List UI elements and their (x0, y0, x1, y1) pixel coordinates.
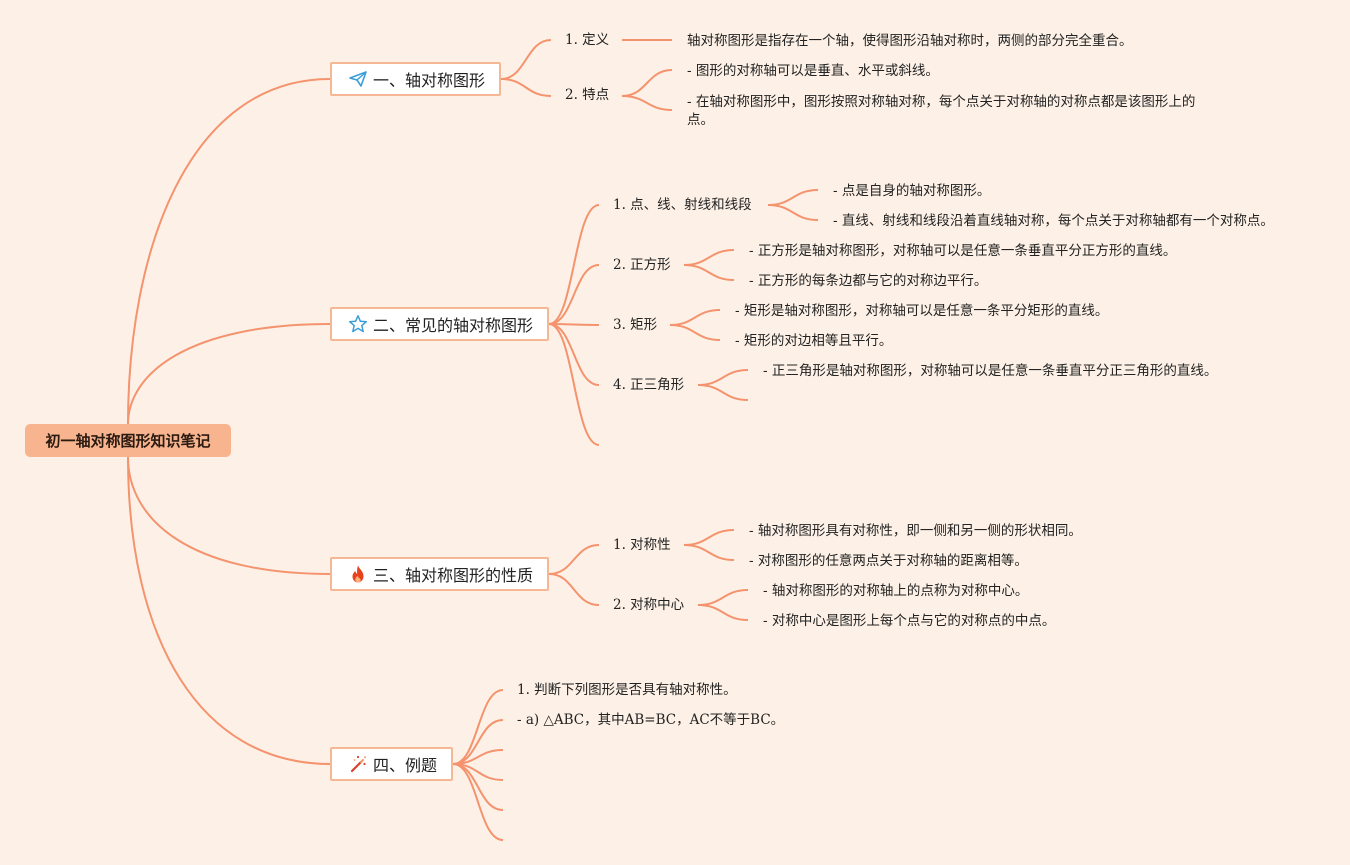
note-rectangle-1[interactable]: - 矩形是轴对称图形，对称轴可以是任意一条平分矩形的直线。 (735, 303, 1109, 319)
link-b4-sub-mid (452, 749, 504, 765)
link-point-line-note-1 (767, 189, 819, 206)
link-point-line-note-2 (767, 204, 819, 221)
link-triangle-note-2 (697, 384, 749, 401)
branch-axisymmetric-figure[interactable]: 一、轴对称图形 (330, 62, 501, 96)
note-square-2[interactable]: - 正方形的每条边都与它的对称边平行。 (749, 273, 988, 289)
link-b4-sub-1 (452, 689, 504, 765)
link-root-branch-2 (127, 323, 331, 425)
link-features-note-1 (621, 69, 673, 97)
branch-title: 一、轴对称图形 (373, 71, 486, 90)
note-rectangle-2[interactable]: - 矩形的对边相等且平行。 (735, 333, 893, 349)
topic-definition[interactable]: 1. 定义 (565, 32, 610, 48)
link-symmetry-note-1 (683, 529, 735, 546)
link-b1-features (500, 78, 552, 97)
note-point-line-1[interactable]: - 点是自身的轴对称图形。 (833, 183, 991, 199)
link-b2-sub-5 (548, 323, 600, 446)
branch-examples[interactable]: 四、例题 (330, 747, 453, 781)
root-topic[interactable]: 初一轴对称图形知识笔记 (25, 424, 231, 457)
link-center-note-2 (697, 604, 749, 621)
link-b2-sub-3 (548, 323, 600, 326)
link-symmetry-note-2 (683, 544, 735, 561)
link-rectangle-note-2 (669, 324, 721, 341)
link-b4-sub-5 (452, 763, 504, 841)
note-features-1[interactable]: - 图形的对称轴可以是垂直、水平或斜线。 (687, 63, 939, 79)
topic-example-case-a[interactable]: - a) △ABC，其中AB=BC，AC不等于BC。 (517, 712, 785, 728)
branch-title: 四、例题 (373, 756, 438, 775)
note-center-1[interactable]: - 轴对称图形的对称轴上的点称为对称中心。 (763, 583, 1029, 599)
note-definition[interactable]: 轴对称图形是指存在一个轴，使得图形沿轴对称时，两侧的部分完全重合。 (687, 33, 1133, 49)
topic-rectangle[interactable]: 3. 矩形 (613, 317, 658, 333)
branch-title: 三、轴对称图形的性质 (373, 566, 534, 585)
link-b3-center (548, 573, 600, 606)
link-b2-sub-1 (548, 204, 600, 325)
link-triangle-note-1 (697, 369, 749, 386)
topic-example-question[interactable]: 1. 判断下列图形是否具有轴对称性。 (517, 682, 737, 698)
note-square-1[interactable]: - 正方形是轴对称图形，对称轴可以是任意一条垂直平分正方形的直线。 (749, 243, 1177, 259)
branch-title: 二、常见的轴对称图形 (373, 316, 534, 335)
topic-square[interactable]: 2. 正方形 (613, 257, 671, 273)
star-icon (348, 314, 368, 334)
link-b3-symmetry (548, 544, 600, 575)
topic-features[interactable]: 2. 特点 (565, 87, 610, 103)
link-root-branch-3 (127, 456, 331, 575)
topic-point-line[interactable]: 1. 点、线、射线和线段 (613, 197, 752, 213)
note-point-line-2[interactable]: - 直线、射线和线段沿着直线轴对称，每个点关于对称轴都有一个对称点。 (833, 213, 1274, 229)
link-square-note-1 (683, 249, 735, 266)
topic-triangle[interactable]: 4. 正三角形 (613, 377, 685, 393)
link-center-note-1 (697, 589, 749, 606)
link-b2-sub-4 (548, 323, 600, 386)
link-root-branch-4 (127, 456, 331, 765)
paper-plane-icon (348, 69, 368, 89)
note-features-2[interactable]: - 在轴对称图形中，图形按照对称轴对称，每个点关于对称轴的对称点都是该图形上的点… (687, 94, 1196, 128)
flame-icon (348, 564, 368, 584)
note-triangle-1[interactable]: - 正三角形是轴对称图形，对称轴可以是任意一条垂直平分正三角形的直线。 (763, 363, 1218, 379)
note-symmetry-2[interactable]: - 对称图形的任意两点关于对称轴的距离相等。 (749, 553, 1028, 569)
link-square-note-2 (683, 264, 735, 281)
link-b1-definition (500, 39, 552, 80)
link-rectangle-note-1 (669, 309, 721, 326)
branch-properties[interactable]: 三、轴对称图形的性质 (330, 557, 549, 591)
link-root-branch-1 (127, 78, 331, 425)
topic-center[interactable]: 2. 对称中心 (613, 597, 685, 613)
magic-wand-icon (348, 754, 368, 774)
branch-common-figures[interactable]: 二、常见的轴对称图形 (330, 307, 549, 341)
link-b2-sub-2 (548, 264, 600, 325)
note-symmetry-1[interactable]: - 轴对称图形具有对称性，即一侧和另一侧的形状相同。 (749, 523, 1082, 539)
note-center-2[interactable]: - 对称中心是图形上每个点与它的对称点的中点。 (763, 613, 1056, 629)
link-features-note-2 (621, 95, 673, 111)
topic-symmetry[interactable]: 1. 对称性 (613, 537, 671, 553)
